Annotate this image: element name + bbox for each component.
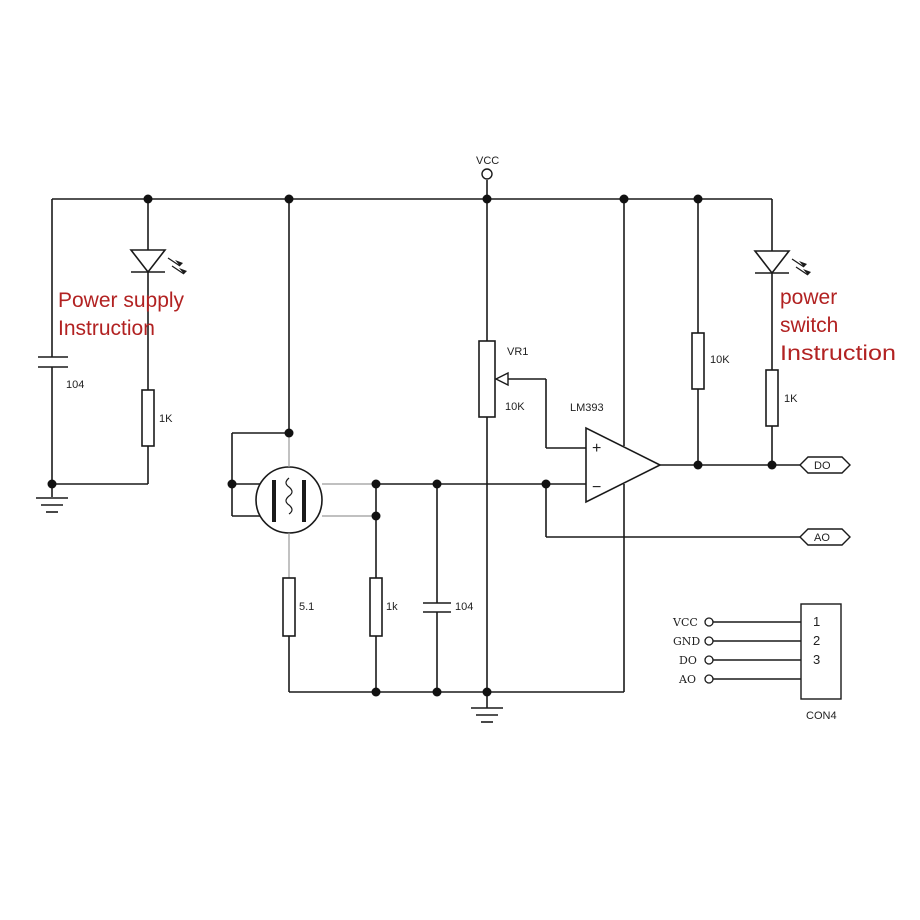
con-pin-signal: DO (679, 654, 697, 667)
note-power-switch: power (780, 286, 837, 309)
do-port (799, 456, 851, 474)
mid-components (369, 483, 546, 692)
ao-port-label: AO (814, 532, 830, 544)
potentiometer-vr1 (478, 199, 586, 692)
connector-name: CON4 (806, 710, 837, 722)
comparator-lm393 (545, 199, 800, 692)
vcc-rail (52, 168, 772, 200)
led2-branch (753, 199, 811, 465)
ao-port (799, 528, 851, 546)
vr1-value-label: 10K (505, 401, 525, 413)
do-port-label: DO (814, 460, 831, 472)
con-pin-number: 3 (813, 652, 820, 667)
vr1-label: VR1 (507, 346, 528, 358)
ground-symbol-left (36, 497, 68, 513)
res-ldr-label: 5.1 (299, 601, 314, 613)
note-power-switch-2: switch (780, 314, 838, 337)
con-pin-signal: AO (678, 673, 696, 686)
opamp-minus: − (592, 479, 601, 496)
pullup-resistor (691, 199, 705, 465)
led1-branch (129, 199, 187, 484)
ldr-branch (231, 199, 376, 692)
con-pin-number: 1 (813, 614, 820, 629)
note-power-supply: Power supply (58, 289, 185, 312)
res-led1-label: 1K (159, 413, 173, 425)
cap-mid-label: 104 (455, 601, 473, 613)
ground-rail (289, 691, 624, 723)
connector-con4 (704, 603, 842, 700)
note-power-supply-instruction: Instruction (58, 317, 155, 340)
res-pullup-label: 10K (710, 354, 730, 366)
opamp-label: LM393 (570, 402, 604, 414)
con-pin-signal: VCC (672, 616, 698, 629)
note-power-switch-instruction: Instruction (780, 342, 896, 365)
opamp-plus: + (592, 440, 601, 457)
res-mid-label: 1k (386, 601, 398, 613)
res-led2-label: 1K (784, 393, 798, 405)
cap-left-label: 104 (66, 379, 84, 391)
con-pin-number: 2 (813, 633, 820, 648)
vcc-label: VCC (476, 155, 499, 167)
con-pin-signal: GND (673, 635, 700, 648)
junction-dots (47, 194, 777, 697)
left-capacitor-branch (38, 199, 148, 497)
